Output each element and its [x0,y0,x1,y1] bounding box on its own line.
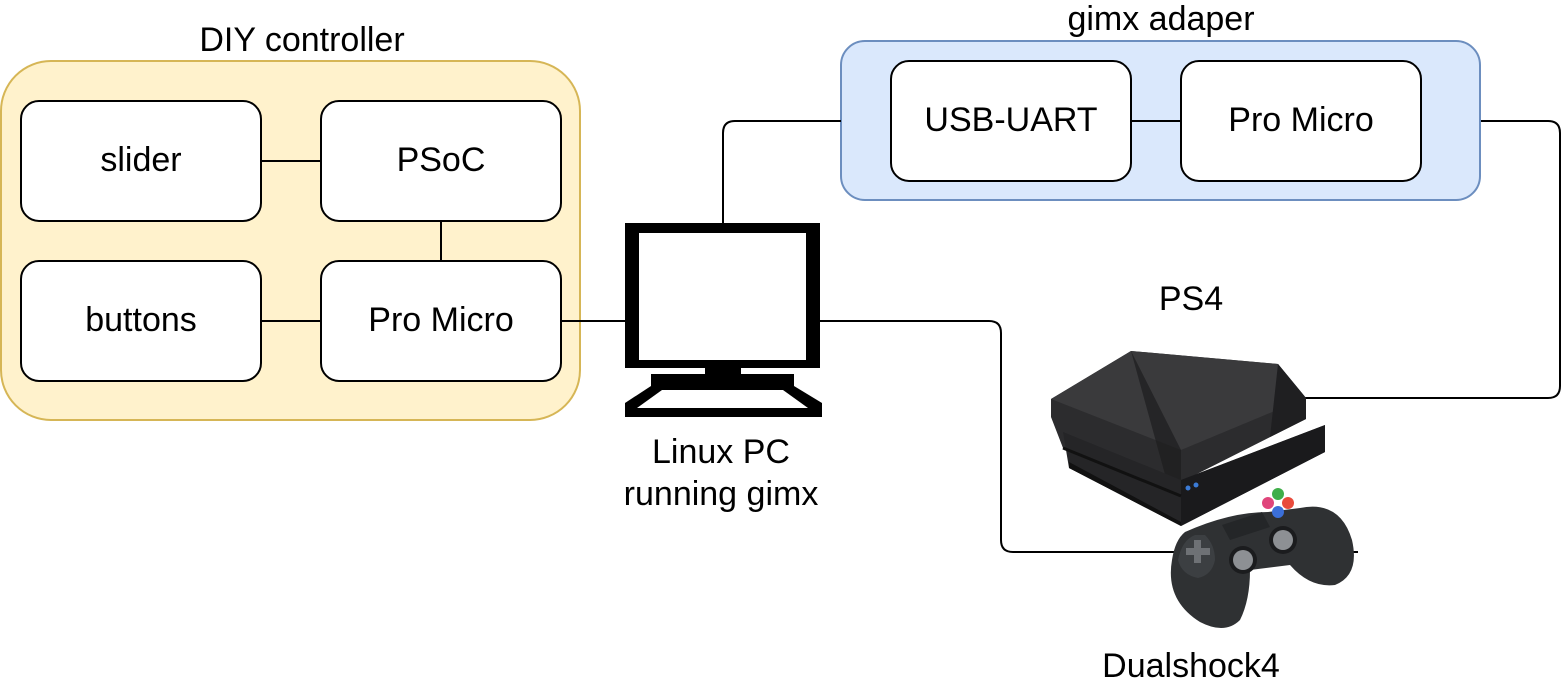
psoc-label: PSoC [397,141,486,179]
pro-micro-adapter-label: Pro Micro [1228,101,1373,139]
usb-uart-label: USB-UART [924,101,1097,139]
psoc-node: PSoC [320,100,562,222]
edge-pc-to-adapter [722,120,841,224]
computer-monitor-icon [625,223,822,417]
linux-pc-label-line2: running gimx [624,475,819,513]
pro-micro-adapter-node: Pro Micro [1180,60,1422,182]
pro-micro-diy-node: Pro Micro [320,260,562,382]
dualshock4-label: Dualshock4 [1102,647,1280,685]
ps4-label: PS4 [1159,280,1223,318]
buttons-node: buttons [20,260,262,382]
pro-micro-diy-label: Pro Micro [368,301,513,339]
gamepad-icon [1170,488,1354,629]
linux-pc-label-line1: Linux PC [652,433,790,471]
slider-node: slider [20,100,262,222]
buttons-label: buttons [85,301,197,339]
gimx-adapter-title: gimx adaper [1067,0,1254,38]
ps4-console-icon [1051,351,1325,526]
edge-pc-to-dualshock [819,320,1358,553]
edge-adapter-to-ps4 [1305,120,1561,399]
diy-controller-title: DIY controller [199,21,404,59]
slider-label: slider [100,141,181,179]
usb-uart-node: USB-UART [890,60,1132,182]
